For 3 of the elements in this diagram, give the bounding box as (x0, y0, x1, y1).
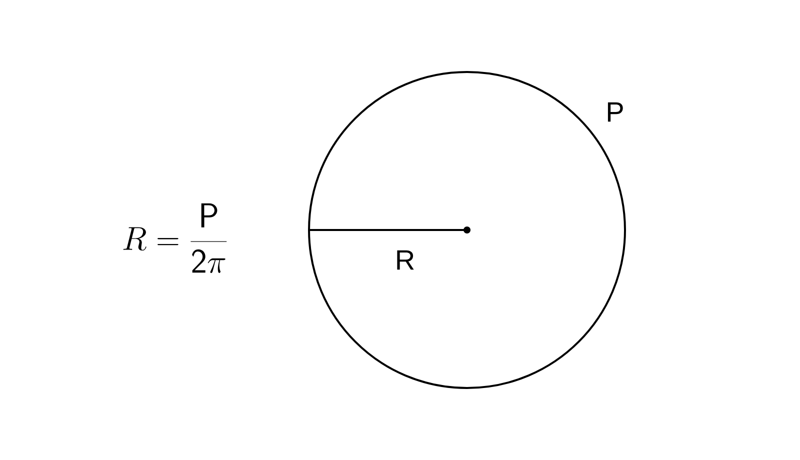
variable-label: P (608, 102, 623, 122)
formula: $R = \frac{\mathsf{P}}{\mathsf{2}\pi}$ (123, 203, 227, 273)
variable-label: R (397, 250, 414, 270)
